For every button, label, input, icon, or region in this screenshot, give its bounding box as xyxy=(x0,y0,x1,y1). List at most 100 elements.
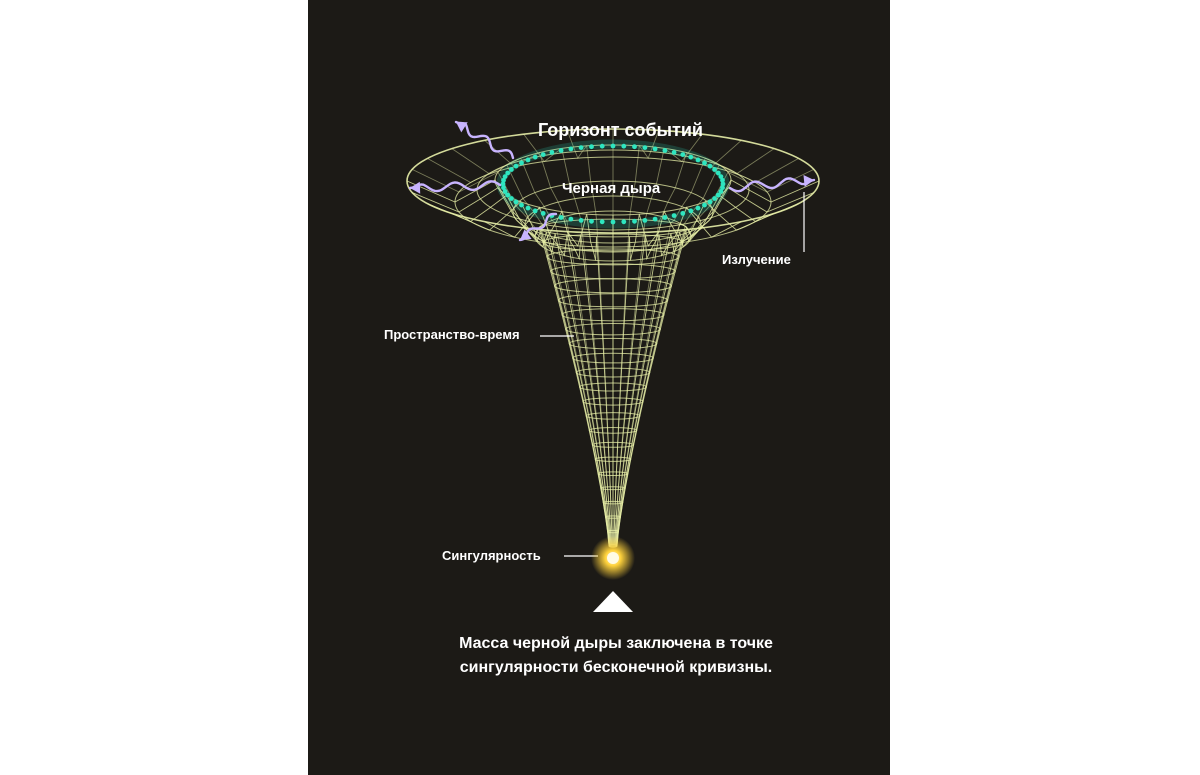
event-horizon-dot xyxy=(715,170,721,176)
event-horizon-dot xyxy=(519,202,524,208)
event-horizon-dot xyxy=(695,205,701,211)
caption: Масса черной дыры заключена в точке синг… xyxy=(436,632,796,680)
black-hole-label: Черная дыра xyxy=(562,180,661,197)
event-horizon-dot xyxy=(688,154,694,160)
event-horizon-dot xyxy=(720,181,726,187)
grid-meridian xyxy=(615,201,775,547)
caption-line-1: Масса черной дыры заключена в точке xyxy=(459,635,773,652)
event-horizon-dot xyxy=(589,218,594,224)
grid-meridian xyxy=(451,148,611,546)
event-horizon-dot xyxy=(720,177,725,183)
event-horizon-dot xyxy=(610,143,616,149)
grid-meridian xyxy=(427,194,610,547)
event-horizon-dot xyxy=(702,202,707,208)
event-horizon-dot xyxy=(513,163,519,169)
event-horizon-dot xyxy=(502,174,508,180)
grid-meridian xyxy=(613,130,660,545)
grid-meridian xyxy=(615,139,742,546)
grid-meridian xyxy=(613,213,660,548)
event-horizon-dot xyxy=(505,170,511,176)
event-horizon-dot xyxy=(642,218,648,223)
event-horizon-dot xyxy=(558,148,564,153)
grid-meridian xyxy=(616,194,799,547)
grid-meridian xyxy=(427,158,610,546)
event-horizon-dot xyxy=(695,157,701,163)
spacetime-label: Пространство-время xyxy=(384,327,520,342)
singularity-label: Сингулярность xyxy=(442,548,541,563)
event-horizon-dot xyxy=(589,144,594,150)
event-horizon-dot xyxy=(568,146,574,152)
grid-meridian xyxy=(484,206,611,547)
grid-meridian xyxy=(614,133,703,545)
grid-meridian xyxy=(616,168,814,546)
radiation-wave xyxy=(408,180,502,193)
event-horizon-dot xyxy=(671,213,677,219)
grid-meridian xyxy=(484,139,611,546)
radiation-arrowhead xyxy=(803,175,814,187)
event-horizon-dot xyxy=(501,185,506,191)
event-horizon-dot xyxy=(688,208,694,214)
event-horizon-dot xyxy=(505,192,511,198)
radiation-arrowhead xyxy=(456,122,468,133)
event-horizon-dot xyxy=(540,211,546,216)
event-horizon-dot xyxy=(599,219,605,225)
event-horizon-dot xyxy=(680,211,686,216)
event-horizon-dot xyxy=(509,167,514,172)
pointer-triangle xyxy=(593,591,633,612)
event-horizon-dot xyxy=(702,160,707,166)
spacetime-grid xyxy=(406,128,820,548)
event-horizon-dot xyxy=(718,189,724,194)
event-horizon-dot xyxy=(502,189,508,194)
event-horizon-dot xyxy=(718,174,724,180)
event-horizon-dot xyxy=(549,150,555,155)
event-horizon-dot xyxy=(519,160,524,166)
radiation-wave xyxy=(454,120,515,160)
event-horizon-dot xyxy=(568,216,574,222)
grid-meridian xyxy=(412,168,610,546)
radiation-label: Излучение xyxy=(722,252,791,267)
event-horizon-dot xyxy=(525,157,531,163)
radiation-arrowhead xyxy=(410,181,421,194)
event-horizon-dot xyxy=(712,196,717,201)
event-horizon-dot xyxy=(712,167,717,172)
event-horizon-dot xyxy=(599,143,605,149)
caption-line-2: сингулярности бесконечной кривизны. xyxy=(459,659,773,676)
event-horizon-dot xyxy=(501,177,506,183)
event-horizon-dot xyxy=(671,150,677,155)
event-horizon-dot xyxy=(610,219,616,225)
event-horizon-dot xyxy=(632,144,637,150)
event-horizon-dot xyxy=(621,219,627,225)
radiation-arrowhead xyxy=(520,229,532,240)
event-horizon-dot xyxy=(509,196,514,201)
event-horizon-dot xyxy=(652,216,658,222)
grid-meridian xyxy=(523,210,612,548)
grid-meridian xyxy=(614,210,703,548)
event-horizon-dot xyxy=(621,143,627,149)
diagram-panel: Горизонт событий Черная дыра Излучение П… xyxy=(308,0,890,775)
radiation-arrows xyxy=(408,120,816,242)
event-horizon-dot xyxy=(578,145,584,151)
grid-meridian xyxy=(615,148,775,546)
grid-meridian xyxy=(523,133,612,545)
event-horizon-dot xyxy=(513,199,519,205)
grid-meridian xyxy=(566,213,613,548)
event-horizon-dot xyxy=(720,185,725,191)
event-horizon-dot xyxy=(662,215,668,220)
grid-meridian xyxy=(615,206,742,547)
event-horizon-dot xyxy=(540,152,546,158)
event-horizon-dot xyxy=(715,192,721,198)
event-horizon-ring xyxy=(496,139,730,229)
event-horizon-dot xyxy=(662,148,668,153)
black-hole-diagram xyxy=(406,120,820,612)
event-horizon-dot xyxy=(558,215,564,220)
grid-meridian xyxy=(566,130,613,545)
radiation-wave xyxy=(728,177,816,193)
grid-meridian xyxy=(451,201,611,547)
event-horizon-dot xyxy=(500,181,506,187)
event-horizon-dot xyxy=(652,146,658,152)
event-horizon-label: Горизонт событий xyxy=(538,120,703,140)
event-horizon-dot xyxy=(532,154,538,160)
event-horizon-dot xyxy=(707,163,713,169)
event-horizon-dot xyxy=(525,205,531,211)
